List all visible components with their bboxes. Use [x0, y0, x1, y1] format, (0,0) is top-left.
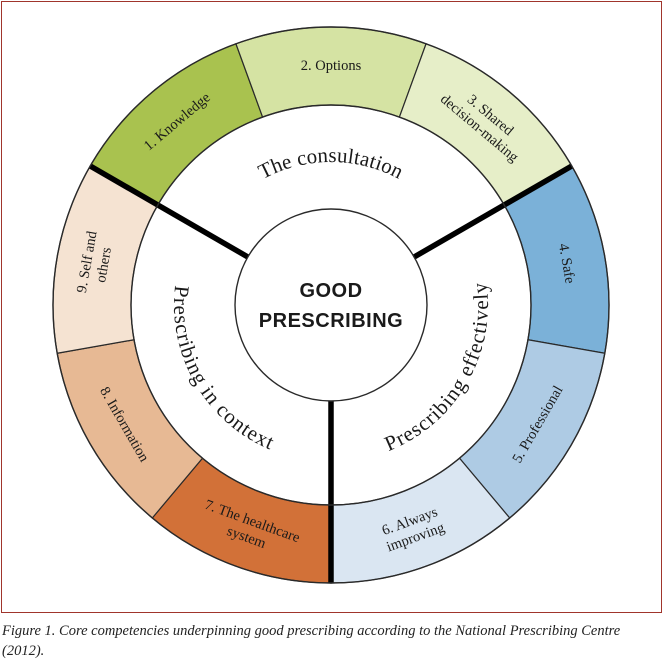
figure-frame [1, 1, 662, 613]
segment-label-4: 4. Safe [555, 242, 578, 284]
center-title-line: PRESCRIBING [259, 310, 403, 332]
segment-label-2: 2. Options [301, 58, 362, 74]
section-divider [88, 163, 250, 260]
center-circle [234, 208, 428, 402]
center-hub: GOOD PRESCRIBING [234, 208, 428, 402]
center-title-line: GOOD [299, 280, 362, 302]
segment-label-line: 2. Options [301, 58, 362, 74]
segment-label-line: others [93, 246, 115, 284]
section-label-consultation: The consultation [254, 143, 407, 184]
segment-label-line: 4. Safe [555, 242, 578, 284]
figure-caption: Figure 1. Core competencies underpinning… [2, 623, 621, 659]
section-dividers [88, 163, 574, 583]
ring-outline [52, 26, 610, 584]
ring-outline [130, 104, 532, 506]
section-divider [412, 163, 574, 260]
ring-outlines [52, 26, 610, 584]
